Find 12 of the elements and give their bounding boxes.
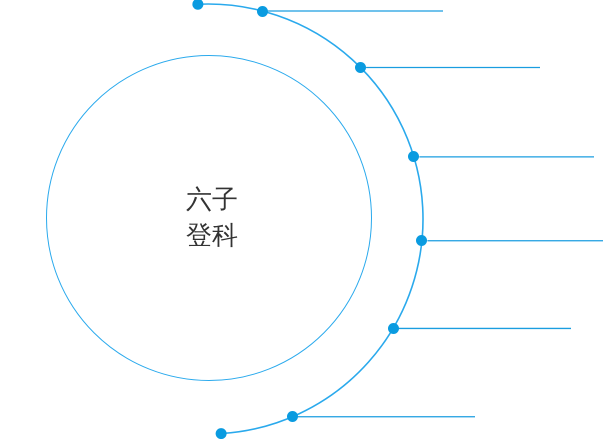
leader-line [366, 66, 540, 68]
dot-icon [257, 6, 268, 17]
leader-line [298, 416, 475, 418]
leader-line [427, 240, 603, 242]
dot-icon [408, 151, 420, 162]
leader-line [419, 156, 594, 158]
dot-icon [416, 235, 428, 246]
dot-icon [286, 411, 298, 422]
node-label: 六子登科 [185, 184, 239, 253]
leader-line [268, 10, 443, 12]
dot-icon [388, 322, 399, 334]
leader-line [398, 328, 571, 330]
